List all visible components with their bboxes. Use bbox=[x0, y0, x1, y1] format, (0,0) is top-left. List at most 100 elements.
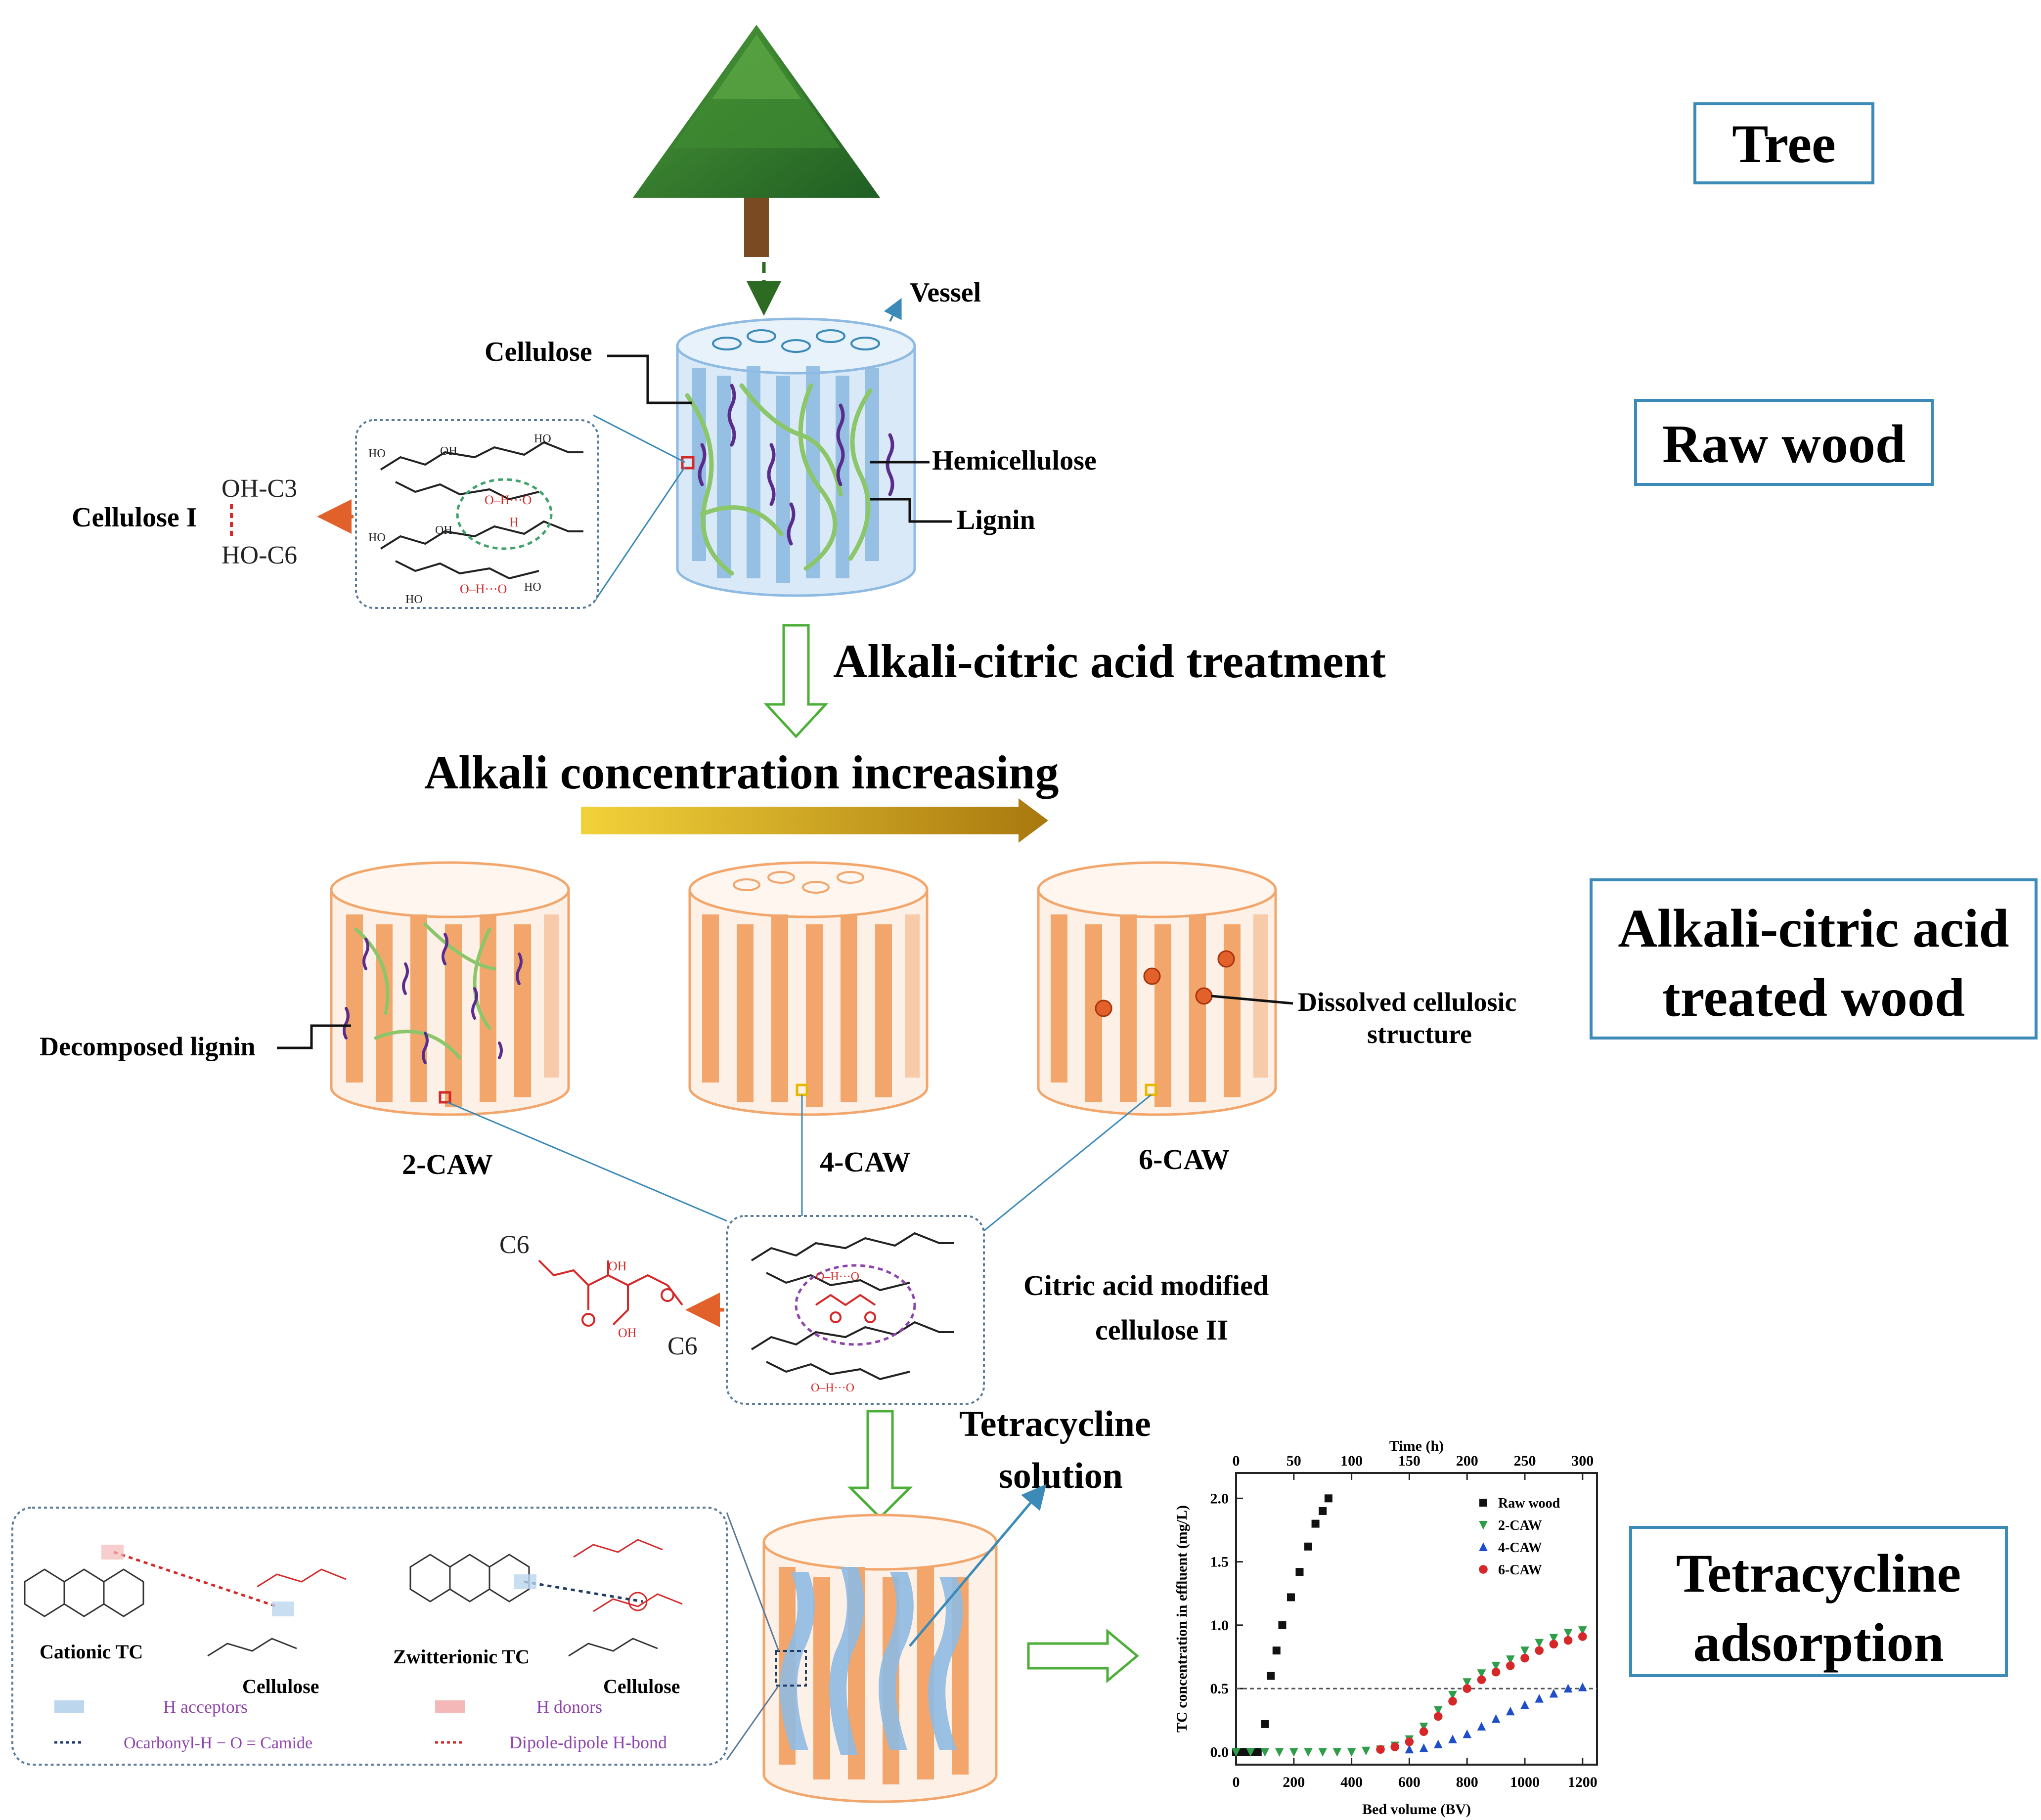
svg-text:OH: OH bbox=[435, 524, 452, 537]
data-point bbox=[1311, 1519, 1320, 1528]
sample-2-caw: 2-CAW bbox=[402, 1148, 493, 1180]
tree-illustration bbox=[633, 25, 880, 257]
x2-tick-label: 300 bbox=[1571, 1453, 1594, 1469]
svg-text:O–H···O: O–H···O bbox=[460, 582, 507, 596]
data-point bbox=[1578, 1682, 1587, 1691]
legend-h-donors: H donors bbox=[536, 1697, 602, 1717]
legend-marker bbox=[1479, 1521, 1488, 1530]
data-point bbox=[1390, 1742, 1399, 1751]
data-point bbox=[1535, 1639, 1544, 1648]
label-ho-c6: HO-C6 bbox=[222, 541, 297, 569]
data-point bbox=[1332, 1748, 1342, 1757]
data-point bbox=[1304, 1542, 1312, 1551]
label-tc-solution-line2: solution bbox=[999, 1456, 1123, 1496]
data-point bbox=[1448, 1734, 1457, 1743]
label-c6-bottom: C6 bbox=[667, 1332, 698, 1360]
data-point bbox=[1491, 1714, 1501, 1723]
svg-text:O–H···O: O–H···O bbox=[816, 1270, 859, 1283]
svg-text:OH: OH bbox=[608, 1259, 627, 1273]
legend-h-acceptors: H acceptors bbox=[163, 1697, 248, 1717]
data-point bbox=[1506, 1655, 1515, 1664]
data-point bbox=[1318, 1748, 1327, 1757]
label-cellulose-ii-line1: Citric acid modified bbox=[1023, 1269, 1269, 1301]
data-point bbox=[1549, 1689, 1558, 1698]
legend-marker bbox=[1479, 1565, 1488, 1574]
label-cationic-tc: Cationic TC bbox=[40, 1641, 143, 1663]
data-point bbox=[1232, 1748, 1241, 1757]
data-point bbox=[1287, 1593, 1295, 1602]
sample-4-caw: 4-CAW bbox=[820, 1146, 911, 1178]
citric-acid-ester-structure bbox=[538, 1259, 683, 1327]
label-oh-c3: OH-C3 bbox=[222, 475, 297, 503]
svg-text:O–H···O: O–H···O bbox=[485, 493, 532, 507]
data-point bbox=[1246, 1748, 1255, 1757]
label-dissolved-line1: Dissolved cellulosic bbox=[1298, 987, 1517, 1017]
chart-xlabel: Bed volume (BV) bbox=[1362, 1801, 1471, 1818]
y-tick-label: 1.0 bbox=[1210, 1617, 1229, 1634]
data-point bbox=[1419, 1723, 1428, 1732]
cylinder-to-chart-arrow bbox=[1027, 1628, 1139, 1684]
data-point bbox=[1419, 1743, 1428, 1752]
x2-tick-label: 150 bbox=[1398, 1453, 1420, 1469]
cellulose-i-structure-box: O–H···O H O–H···O HO OH HO HO OH HO HO bbox=[355, 419, 599, 609]
breakthrough-chart: TC concentration in effluent (mg/L) Bed … bbox=[1174, 1438, 1598, 1818]
x2-tick-label: 200 bbox=[1456, 1453, 1478, 1469]
data-point bbox=[1275, 1748, 1284, 1757]
data-point bbox=[1376, 1745, 1385, 1754]
svg-text:HO: HO bbox=[368, 447, 386, 460]
x2-tick-label: 0 bbox=[1233, 1453, 1240, 1469]
stage-label-treated-line2: treated wood bbox=[1662, 967, 1965, 1028]
data-point bbox=[1463, 1678, 1471, 1687]
stage-label-treated-line1: Alkali-citric acid bbox=[1618, 898, 2009, 958]
label-zwitterionic-tc: Zwitterionic TC bbox=[393, 1646, 530, 1668]
x-tick-label: 600 bbox=[1398, 1774, 1420, 1790]
stage-box-tree: Tree bbox=[1693, 102, 1874, 184]
data-point bbox=[1405, 1737, 1414, 1746]
legend-label: 2-CAW bbox=[1498, 1518, 1542, 1533]
data-point bbox=[1304, 1748, 1313, 1757]
stage-label-raw-wood: Raw wood bbox=[1662, 414, 1906, 474]
sample-6-caw: 6-CAW bbox=[1139, 1143, 1230, 1175]
label-vessel: Vessel bbox=[910, 277, 981, 308]
data-point bbox=[1253, 1748, 1262, 1756]
data-point bbox=[1405, 1744, 1414, 1754]
cylinder-4-caw bbox=[688, 861, 929, 1116]
x-tick-label: 200 bbox=[1283, 1774, 1305, 1790]
svg-text:O–H···O: O–H···O bbox=[811, 1382, 854, 1394]
label-lignin: Lignin bbox=[957, 505, 1035, 535]
legend-label: 6-CAW bbox=[1498, 1562, 1542, 1578]
data-point bbox=[1506, 1661, 1515, 1670]
data-point bbox=[1419, 1727, 1428, 1736]
stage-label-tree: Tree bbox=[1732, 114, 1836, 174]
chart-x2label: Time (h) bbox=[1389, 1438, 1444, 1454]
data-point bbox=[1477, 1722, 1486, 1731]
svg-text:HO: HO bbox=[368, 531, 386, 544]
label-tc-solution-line1: Tetracycline bbox=[959, 1404, 1151, 1444]
label-cellulose-ii-line2: cellulose II bbox=[1095, 1314, 1228, 1346]
data-point bbox=[1563, 1636, 1573, 1645]
legend-marker bbox=[1479, 1499, 1487, 1507]
data-point bbox=[1319, 1507, 1327, 1515]
y-tick-label: 2.0 bbox=[1210, 1490, 1229, 1507]
data-point bbox=[1260, 1748, 1270, 1757]
interaction-box bbox=[11, 1507, 728, 1766]
data-point bbox=[1278, 1621, 1287, 1629]
stage-box-adsorption: Tetracycline adsorption bbox=[1629, 1526, 2008, 1677]
data-point bbox=[1324, 1494, 1332, 1503]
chart-plot-area bbox=[1235, 1472, 1598, 1766]
legend-label: Raw wood bbox=[1498, 1496, 1560, 1511]
data-point bbox=[1448, 1690, 1457, 1700]
legend-label: 4-CAW bbox=[1498, 1540, 1542, 1556]
chart-ylabel: TC concentration in effluent (mg/L) bbox=[1174, 1505, 1190, 1733]
adsorption-arrow bbox=[847, 1410, 913, 1519]
data-point bbox=[1578, 1626, 1587, 1635]
label-decomposed-lignin: Decomposed lignin bbox=[40, 1032, 256, 1061]
gradient-arrow bbox=[581, 798, 1048, 843]
label-hemicellulose: Hemicellulose bbox=[932, 445, 1097, 476]
treatment-step-label: Alkali-citric acid treatment bbox=[833, 635, 1386, 688]
data-point bbox=[1267, 1672, 1275, 1680]
label-cellulose-i: Cellulose I bbox=[72, 502, 197, 533]
x2-tick-label: 50 bbox=[1287, 1453, 1301, 1469]
adsorption-cylinder bbox=[762, 1514, 998, 1803]
